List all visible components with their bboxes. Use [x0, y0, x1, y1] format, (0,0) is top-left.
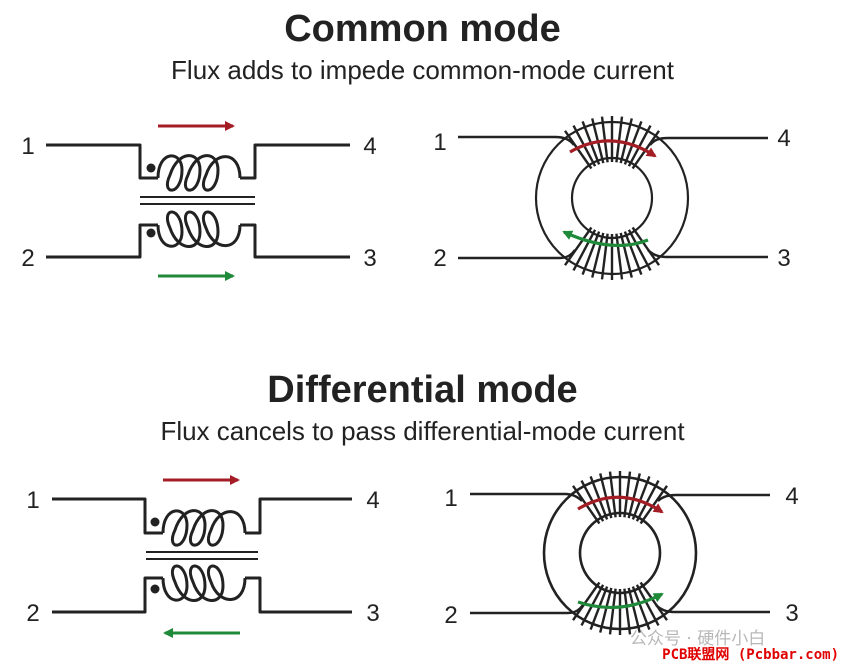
cm-schematic-pin-2: 2	[21, 245, 34, 272]
winding-turn	[572, 229, 597, 271]
dm-top-coil	[161, 509, 247, 547]
common-mode-title: Common mode	[284, 8, 561, 50]
cm-toroid-inner	[570, 156, 654, 240]
cm-toroid-lead-2	[458, 249, 576, 260]
dm-top-polarity-dot	[150, 517, 160, 527]
winding-turn	[623, 588, 632, 635]
cm-bottom-lead-right	[240, 223, 350, 259]
winding-turn	[631, 226, 660, 266]
winding-turn	[564, 226, 593, 266]
cm-toroid-pin-2: 2	[433, 245, 446, 272]
cm-bottom-polarity-dot	[146, 228, 156, 238]
cm-toroid-pin-3: 3	[777, 245, 790, 272]
dm-toroid-green-arrow	[577, 592, 664, 610]
winding-turn	[581, 231, 601, 276]
winding-turn	[564, 130, 593, 170]
cm-top-lead-left	[46, 143, 158, 180]
dm-toroid-lead-3	[655, 604, 770, 614]
winding-turn	[599, 587, 613, 633]
cm-toroid-lead-3	[647, 249, 768, 259]
cm-top-polarity-dot	[146, 163, 156, 173]
dm-schematic-pin-1: 1	[26, 487, 39, 514]
winding-turn	[627, 229, 652, 271]
cm-toroid-pin-1: 1	[433, 129, 446, 156]
credit-text: PCB联盟网 (Pcbbar.com)	[662, 647, 839, 663]
dm-toroid-lead-4	[657, 493, 770, 502]
winding-turn	[619, 232, 633, 278]
dm-toroid-red-arrow	[577, 495, 664, 514]
cm-toroid-green-arrow	[562, 230, 649, 248]
dm-toroid-pin-1: 1	[444, 485, 457, 512]
dm-bottom-polarity-dot	[150, 584, 160, 594]
winding-turn	[623, 231, 643, 276]
dm-toroid-lead-1	[470, 492, 583, 502]
winding-turn	[627, 125, 652, 167]
winding-turn	[627, 587, 641, 633]
cm-toroid-pin-4: 4	[777, 125, 790, 152]
dm-toroid-pin-4: 4	[785, 483, 798, 510]
winding-turn	[615, 233, 624, 280]
differential-mode-schematic	[52, 497, 352, 614]
cm-top-coil	[156, 154, 242, 192]
dm-schematic-pin-3: 3	[366, 600, 379, 627]
winding-turn	[599, 473, 613, 519]
dm-top-lead-left	[52, 497, 163, 535]
dm-bottom-coil	[161, 564, 247, 602]
winding-turn	[608, 588, 617, 635]
dm-toroid-pin-3: 3	[785, 600, 798, 627]
cm-toroid-red-arrow	[569, 139, 657, 158]
dm-toroid-pin-2: 2	[444, 602, 457, 629]
watermark-text: 公众号 · 硬件小白	[630, 629, 766, 649]
cm-schematic-pin-4: 4	[363, 133, 376, 160]
dm-schematic-pin-2: 2	[26, 600, 39, 627]
winding-turn	[627, 473, 641, 519]
dm-toroid-inner	[578, 511, 662, 595]
dm-bottom-lead-right	[245, 576, 352, 614]
winding-turn	[619, 118, 633, 164]
winding-turn	[623, 120, 643, 165]
winding-turn	[572, 581, 601, 621]
differential-mode-subtitle: Flux cancels to pass differential-mode c…	[160, 416, 685, 446]
dm-top-lead-right	[245, 497, 352, 535]
winding-turn	[635, 584, 660, 626]
winding-turn	[635, 480, 660, 522]
winding-turn	[631, 586, 651, 631]
dm-bottom-lead-left	[52, 576, 163, 614]
dm-toroid-lead-2	[470, 604, 584, 615]
differential-mode-toroid	[470, 471, 770, 635]
cm-schematic-pin-3: 3	[363, 245, 376, 272]
common-mode-toroid	[458, 116, 768, 280]
dm-schematic-pin-4: 4	[366, 487, 379, 514]
common-mode-subtitle: Flux adds to impede common-mode current	[171, 55, 674, 85]
cm-top-lead-right	[240, 143, 350, 180]
differential-mode-title: Differential mode	[267, 369, 578, 411]
winding-turn	[591, 232, 605, 278]
dm-toroid-windings	[572, 471, 668, 635]
winding-turn	[608, 471, 617, 518]
common-mode-schematic	[46, 143, 350, 259]
winding-turn	[589, 475, 609, 520]
winding-turn	[615, 116, 624, 163]
cm-schematic-pin-1: 1	[21, 133, 34, 160]
cm-bottom-coil	[156, 210, 242, 248]
winding-turn	[631, 475, 651, 520]
winding-turn	[623, 471, 632, 518]
cm-bottom-lead-left	[46, 223, 158, 259]
cm-toroid-lead-4	[649, 136, 768, 146]
cm-toroid-lead-1	[458, 135, 575, 146]
winding-turn	[600, 233, 609, 280]
